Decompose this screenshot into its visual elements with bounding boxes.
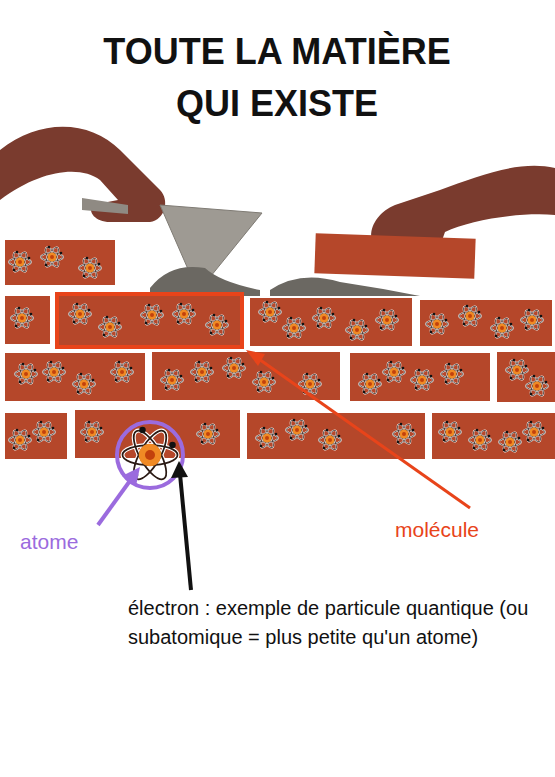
mortar [270,278,420,297]
title: TOUTE LA MATIÈRE QUI EXISTE [77,26,477,130]
molecule-highlight [57,294,242,347]
atom-icons [9,245,548,483]
atom-highlight [117,422,183,488]
brick-wall [5,233,555,459]
mortar [150,267,260,296]
leader-arrows [98,350,470,590]
electron-note: électron : exemple de particule quantiqu… [128,594,538,652]
atom-label: atome [20,528,140,555]
left-arm [0,127,165,222]
trowel-handle [82,198,128,214]
molecule-label: molécule [395,516,545,543]
